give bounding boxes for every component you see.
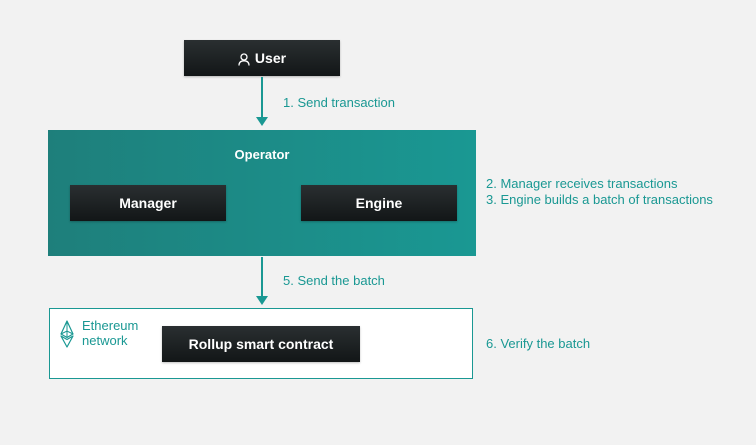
ethereum-network-label: Ethereum network (82, 318, 139, 348)
rollup-contract-node: Rollup smart contract (162, 326, 360, 362)
operator-title: Operator (234, 147, 290, 162)
step-manager-receives: 2. Manager receives transactions (486, 176, 678, 191)
ethereum-network-container: Ethereum network Rollup smart contract (49, 308, 473, 379)
user-icon (238, 52, 250, 66)
operator-container: Operator Manager Engine (48, 130, 476, 256)
step-verify-batch: 6. Verify the batch (486, 336, 591, 351)
send-transaction-arrow (256, 77, 268, 126)
manager-node: Manager (70, 185, 226, 221)
ethereum-icon (60, 320, 74, 348)
user-label: User (254, 50, 287, 66)
manager-label: Manager (119, 195, 177, 211)
rollup-contract-label: Rollup smart contract (188, 336, 334, 352)
step-engine-builds: 3. Engine builds a batch of transactions (486, 192, 713, 207)
engine-label: Engine (355, 195, 403, 211)
user-node: User (184, 40, 340, 76)
step-send-batch: 5. Send the batch (283, 273, 385, 288)
step-send-transaction: 1. Send transaction (283, 95, 396, 110)
engine-node: Engine (301, 185, 457, 221)
send-batch-arrow (256, 257, 268, 305)
